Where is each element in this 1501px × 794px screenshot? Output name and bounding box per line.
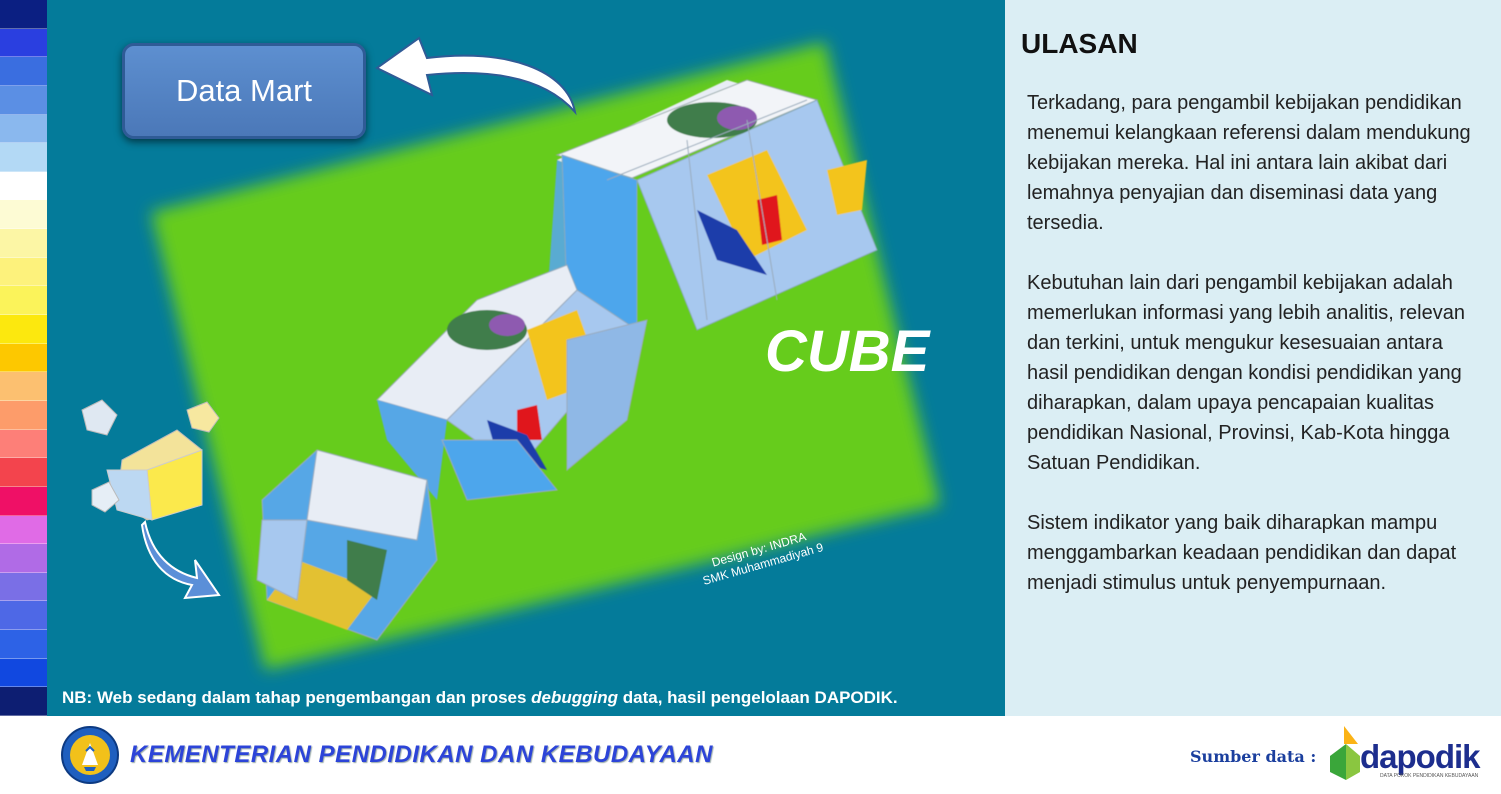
color-swatch <box>0 85 47 115</box>
dapodik-tagline: DATA POKOK PENDIDIKAN KEBUDAYAAN <box>1380 773 1479 779</box>
ministry-name: KEMENTERIAN PENDIDIKAN DAN KEBUDAYAAN <box>130 741 713 768</box>
review-title: ULASAN <box>1021 28 1138 59</box>
color-swatch <box>0 372 47 401</box>
color-swatch <box>0 114 47 144</box>
color-swatch <box>0 458 47 487</box>
nb-prefix: NB: Web sedang dalam tahap pengembangan … <box>62 688 532 707</box>
color-swatch <box>0 315 47 344</box>
color-swatch <box>0 229 47 258</box>
color-swatch <box>0 658 47 688</box>
data-mart-button[interactable]: Data Mart <box>122 43 366 139</box>
cube-label: CUBE <box>765 319 930 384</box>
color-swatch <box>0 286 47 316</box>
color-swatch <box>0 515 47 545</box>
large-cube-graphic <box>547 79 878 331</box>
color-swatch <box>0 630 47 659</box>
color-swatch <box>0 343 47 373</box>
tut-wuri-handayani-emblem-icon[interactable] <box>60 721 120 789</box>
color-swatch <box>0 28 47 58</box>
color-swatch <box>0 171 47 201</box>
color-swatch <box>0 257 47 287</box>
color-swatch <box>0 200 47 230</box>
review-paragraph-2: Kebutuhan lain dari pengambil kebijakan … <box>1027 272 1465 474</box>
color-swatch <box>0 143 47 172</box>
color-swatch <box>0 687 47 717</box>
color-swatch <box>0 486 47 516</box>
review-body: Terkadang, para pengambil kebijakan pend… <box>1027 88 1487 628</box>
color-swatch-strip <box>0 0 47 717</box>
color-swatch <box>0 0 47 29</box>
color-swatch <box>0 572 47 602</box>
source-label: Sumber data : <box>1190 747 1317 766</box>
review-paragraph-3: Sistem indikator yang baik diharapkan ma… <box>1027 512 1457 594</box>
mini-cubes-graphic <box>81 399 220 521</box>
arrow-to-datamart-icon <box>375 36 577 116</box>
footer-bar: KEMENTERIAN PENDIDIKAN DAN KEBUDAYAAN Su… <box>0 716 1501 794</box>
review-paragraph-1: Terkadang, para pengambil kebijakan pend… <box>1027 92 1471 234</box>
dapodik-logo-icon[interactable] <box>1326 720 1362 788</box>
cube-illustration <box>81 36 940 670</box>
color-swatch <box>0 400 47 430</box>
hero-banner: Data Mart CUBE Design by: INDRA SMK Muha… <box>47 0 1005 716</box>
nb-note: NB: Web sedang dalam tahap pengembangan … <box>62 688 898 708</box>
arrow-down-icon <box>140 519 221 600</box>
small-cube-graphic <box>256 449 438 641</box>
review-panel: ULASAN Terkadang, para pengambil kebijak… <box>1005 0 1501 716</box>
dapodik-brand[interactable]: dapodik <box>1360 738 1481 775</box>
color-swatch <box>0 429 47 459</box>
color-swatch <box>0 57 47 86</box>
color-swatch <box>0 544 47 573</box>
medium-cube-graphic <box>376 264 648 501</box>
color-swatch <box>0 601 47 631</box>
nb-emphasis: debugging <box>531 688 619 707</box>
nb-suffix: data, hasil pengelolaan DAPODIK. <box>618 688 898 707</box>
